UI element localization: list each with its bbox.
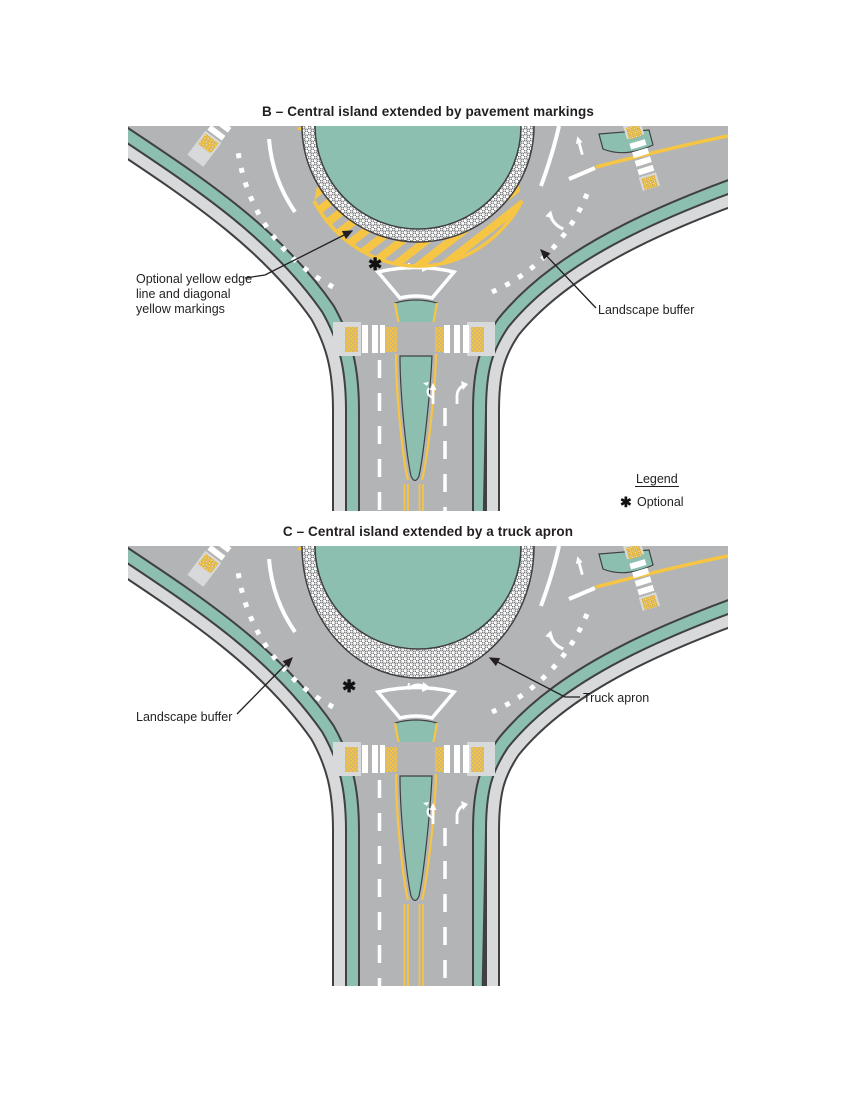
central-island [314, 546, 522, 650]
callout-truck-apron: Truck apron [488, 657, 649, 705]
landscape-buffer-label-b: Landscape buffer [598, 303, 694, 317]
legend: Legend ✱ Optional [620, 472, 684, 510]
figure-b: B – Central island extended by pavement … [128, 104, 728, 511]
callout-landscape-buffer-c: Landscape buffer [136, 657, 293, 724]
leader-line-optional-yellow [244, 230, 354, 279]
figure-b-drawing: ✱ Optional yellow edge line and diagonal… [128, 126, 728, 511]
optional-asterisk-b: ✱ [368, 255, 382, 274]
figure-c-drawing: ✱ Landscape buffer Truck apron [128, 546, 728, 986]
callout-optional-yellow: Optional yellow edge line and diagonal y… [136, 230, 354, 316]
leader-line-landscape-buffer-b [540, 249, 597, 309]
legend-asterisk: ✱ [620, 494, 632, 510]
central-island-truck-apron [301, 546, 535, 679]
truck-apron-label: Truck apron [583, 691, 649, 705]
leader-line-truck-apron [488, 657, 580, 698]
callout-optional-line3: yellow markings [136, 302, 225, 316]
figure-c-title: C – Central island extended by a truck a… [282, 524, 574, 539]
central-island [301, 126, 535, 243]
callout-landscape-buffer-b: Landscape buffer [540, 249, 694, 317]
optional-yellow-markings [312, 184, 524, 268]
figure-b-title: B – Central island extended by pavement … [262, 104, 594, 119]
optional-asterisk-c: ✱ [342, 677, 356, 696]
callout-optional-line1: Optional yellow edge [136, 272, 252, 286]
figure-c: C – Central island extended by a truck a… [128, 524, 728, 986]
legend-optional-label: Optional [637, 495, 684, 509]
leader-line-landscape-buffer-c [236, 657, 293, 715]
callout-optional-line2: line and diagonal [136, 287, 231, 301]
landscape-buffer-label-c: Landscape buffer [136, 710, 232, 724]
legend-title: Legend [636, 472, 678, 486]
